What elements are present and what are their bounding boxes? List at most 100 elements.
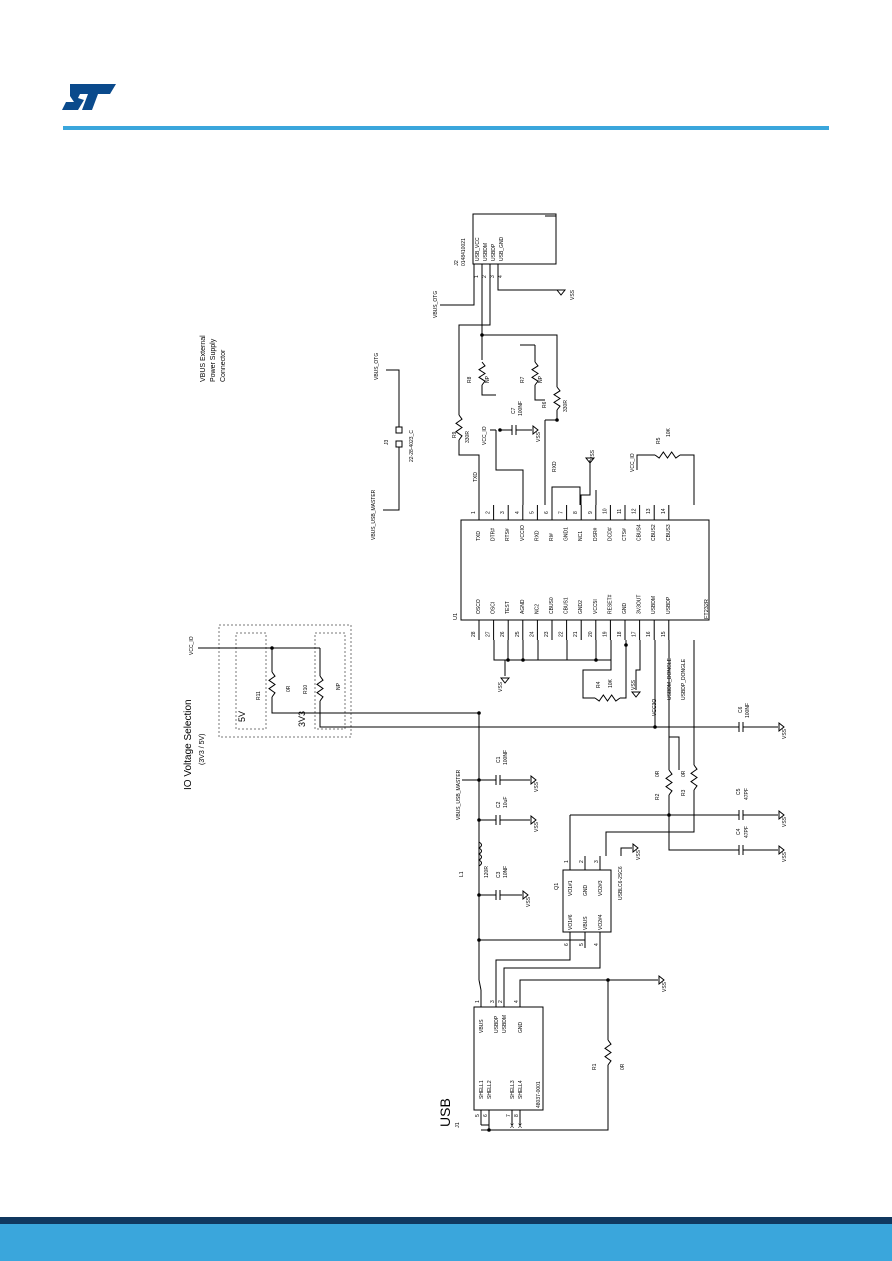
u1-pin-number: 21 [573,631,579,637]
wire [534,385,545,401]
u1-pin-name: USBDP [666,596,672,614]
r2-value: 0R [655,770,661,777]
c2-ref: C2 [496,801,502,808]
ground-arrow-icon [499,677,511,684]
net-label-vss: VSS [590,449,596,460]
u1-pin-number: 18 [617,631,623,637]
q1-pin-number: 3 [594,860,600,863]
u1-pin-number: 19 [602,631,608,637]
j2-pin-number: 2 [482,275,488,278]
u1-pin-name: GND [622,603,628,615]
u1-pin-number: 8 [573,511,579,514]
c4-value: 47PF [744,826,750,838]
q1-pin-name: VO1#6 [568,914,574,930]
io-selection-dashed-box [218,624,352,738]
vbus-note-line: VBUS External [200,335,207,382]
j1-pin-name: USBDP [494,1015,500,1033]
r10-ref: R10 [303,685,309,694]
u1-pin-name: CTS# [622,528,628,541]
junction-dot [477,711,481,715]
ground-arrow-icon [778,809,785,821]
j2-pin-name: USBDP [491,243,497,261]
u1-pin-number: 27 [486,631,492,637]
u1-ref: U1 [453,613,459,620]
q1-part: USBLC6-2SC6 [618,866,624,900]
c7-ref: C7 [511,407,517,414]
j1-pin-name: GND [518,1022,524,1034]
junction-dot [506,658,510,662]
wire [580,460,591,505]
u1-pin-name: RXD [534,530,540,541]
footer-band [0,1224,892,1261]
q1-pin-name: GND [583,885,589,897]
wire [478,979,482,991]
j1-pin-name: USBDM [502,1015,508,1033]
wire-j2-gnd [497,285,561,291]
u1-pin-number: 12 [632,508,638,514]
u1-pin-number: 28 [471,631,477,637]
j1-pin-number: 7 [506,1114,512,1117]
r9-ref: R9 [452,431,458,438]
j1-pin-number: 6 [483,1114,489,1117]
junction-dot [653,725,657,729]
j2-pin-name: USB_VCC [475,237,481,261]
wire [271,697,479,714]
wire [481,1065,609,1131]
j1-part: 48037-0001 [536,1081,542,1108]
q1-pin-number: 6 [564,943,570,946]
ground-arrow-icon [530,774,537,786]
net-label-vbus-otg: VBUS_OTG [374,353,380,380]
junction-dot [480,333,484,337]
u1-pin-name: RI# [549,533,555,541]
io-selection-subtitle: (3V3 / 5V) [199,733,206,765]
ground-arrow-icon [778,721,785,733]
wire-usbdm-dongle [668,640,680,770]
net-label-vss: VSS [534,821,540,832]
q1-pin-name: VO2#3 [598,880,604,896]
u1-pin-number: 20 [588,631,594,637]
u1-pin-number: 25 [515,631,521,637]
net-label-vbus-usb-master: VBUS_USB_MASTER [371,489,377,540]
wire [582,640,612,699]
q1-body [562,869,612,933]
wire-j2-shield [545,215,557,222]
u1-pin-number: 4 [515,511,521,514]
net-label-vss: VSS [526,896,532,907]
u1-pin-name: DSR# [593,527,599,541]
j1-pin-name: SHELL2 [487,1080,493,1099]
usb-section-title: USB [437,1098,453,1127]
j1-pin-number: 4 [514,1000,520,1003]
l1-value: 120R [484,866,490,878]
l1-inductor [478,841,482,867]
r8-ref: R8 [467,376,473,383]
u1-pin-name: GND2 [578,600,584,614]
junction-dot [521,658,525,662]
r11-ref: R11 [256,691,262,700]
j2-part: 0148410021 [461,238,467,266]
r9-resistor [455,414,463,441]
j1-ref: J1 [455,1122,461,1128]
ground-arrow-icon [530,814,537,826]
u1-pin-number: 15 [661,631,667,637]
j2-pin-number: 1 [474,275,480,278]
wire [635,640,641,690]
io-selection-title: IO Voltage Selection [183,699,194,790]
st-logo-icon [62,84,116,110]
u1-pin-number: 11 [617,509,623,514]
u1-pin-name: AGND [520,599,526,614]
net-label-vss: VSS [536,431,542,442]
u1-pin-name: VCC5I [593,599,599,614]
footer-dark-stripe [0,1217,892,1224]
j1-pin-number: 1 [475,1000,481,1003]
q1-pin-name: VO1#1 [568,880,574,896]
u1-body [460,519,710,621]
c7-value: 100NF [518,401,524,416]
r6-ref: R6 [542,401,548,408]
wire-gnd [519,979,658,990]
wire [545,410,558,421]
u1-pin-number: 26 [500,631,506,637]
u1-pin-name: CBUS4 [637,524,643,541]
q1-pin-number: 1 [564,860,570,863]
ground-arrow-icon [555,289,567,296]
